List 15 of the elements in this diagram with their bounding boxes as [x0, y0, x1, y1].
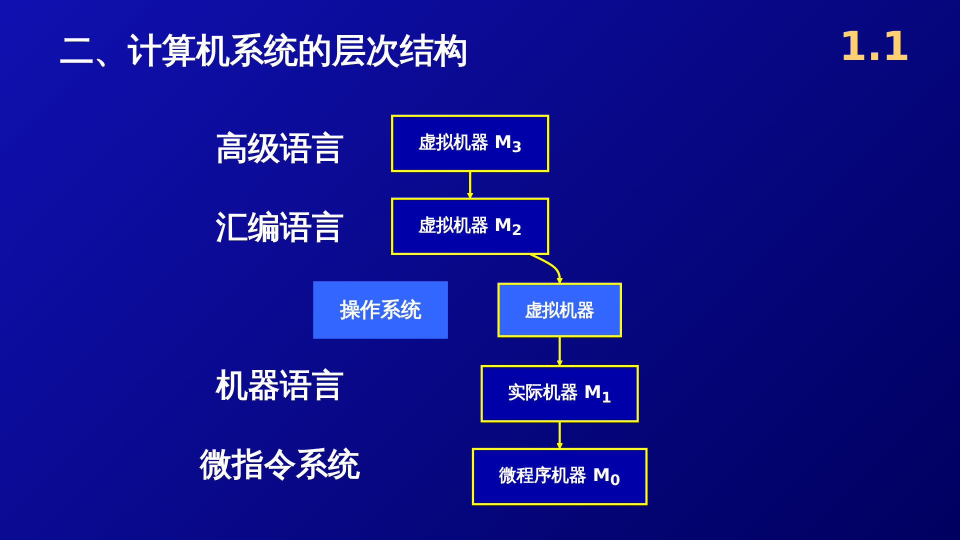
layer-label: 高级语言 — [215, 128, 345, 168]
node-box: 微程序机器 M$_{0}$ — [472, 448, 648, 506]
slide-title: 二、计算机系统的层次结构 — [60, 30, 468, 73]
layer-label: 微指令系统 — [198, 444, 361, 484]
section-number: 1.1 — [839, 24, 910, 70]
node-box: 实际机器 M$_{1}$ — [480, 365, 639, 422]
layer-label: 汇编语言 — [214, 207, 345, 247]
node-box: 虚拟机器 M$_{3}$ — [391, 114, 550, 172]
layer-label: 机器语言 — [214, 365, 345, 405]
arrow — [466, 171, 474, 199]
arrow — [556, 336, 563, 366]
arrow — [529, 252, 563, 284]
node-box: 虚拟机器 — [497, 282, 622, 338]
node-box: 虚拟机器 M$_{2}$ — [391, 198, 550, 255]
arrow — [556, 421, 563, 450]
